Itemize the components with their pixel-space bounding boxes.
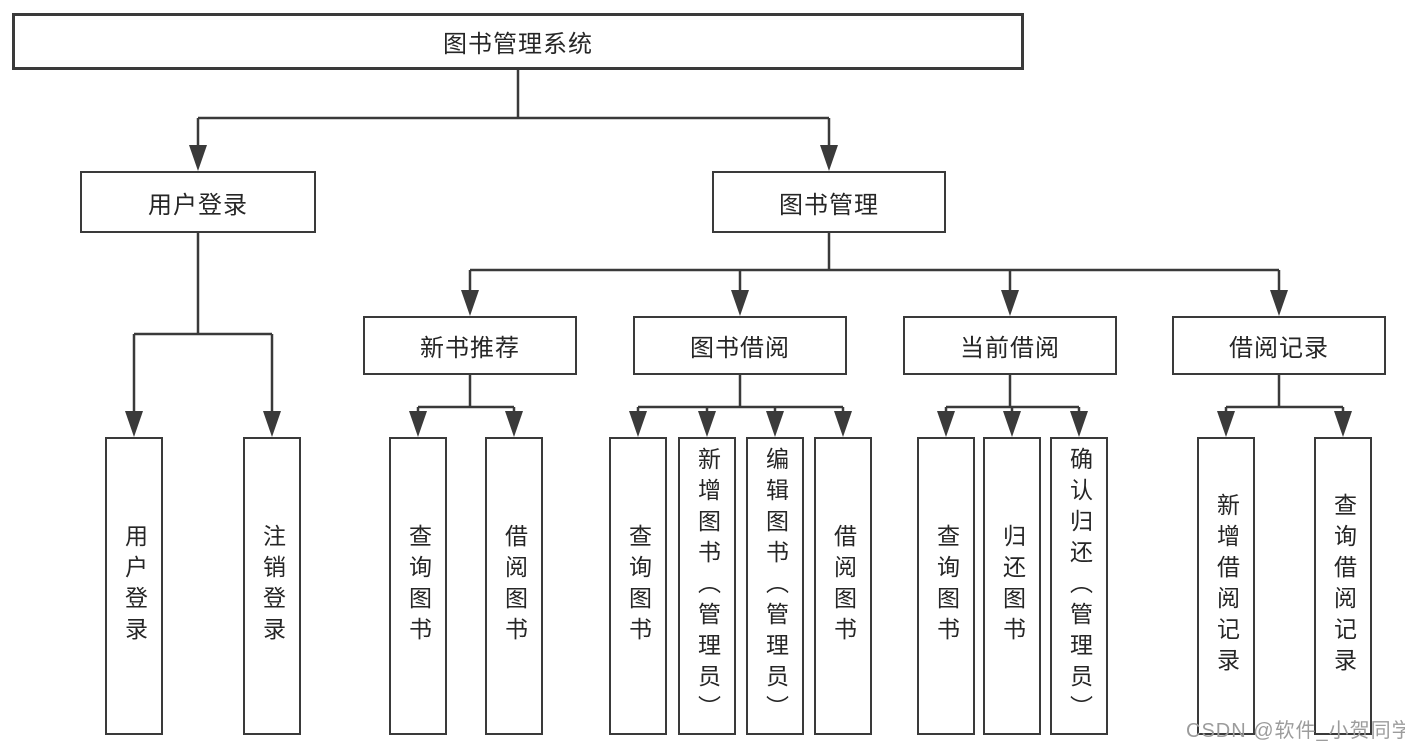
node-current-borrowing: 当前借阅 <box>903 316 1117 375</box>
node-library-management-system: 图书管理系统 <box>12 13 1024 70</box>
node-label: 用户登录 <box>148 191 248 219</box>
arrowheads <box>125 145 1352 437</box>
leaf-label: 编辑图书（管理员） <box>762 446 789 726</box>
leaf-logout: 注销登录 <box>243 437 301 735</box>
leaf-label: 查询图书 <box>625 524 652 648</box>
leaf-label: 查询图书 <box>405 524 432 648</box>
leaf-label: 查询借阅记录 <box>1330 493 1357 679</box>
leaf-borrow-query-books: 查询图书 <box>609 437 667 735</box>
leaf-label: 借阅图书 <box>501 524 528 648</box>
node-label: 借阅记录 <box>1229 335 1329 362</box>
leaf-label: 用户登录 <box>121 524 148 648</box>
node-label: 当前借阅 <box>960 335 1060 362</box>
leaf-label: 确认归还（管理员） <box>1066 446 1093 726</box>
leaf-borrow-borrow-books: 借阅图书 <box>814 437 872 735</box>
node-borrowing-records: 借阅记录 <box>1172 316 1386 375</box>
leaf-borrow-edit-books-admin: 编辑图书（管理员） <box>746 437 804 735</box>
node-label: 图书借阅 <box>690 335 790 362</box>
leaf-current-query-books: 查询图书 <box>917 437 975 735</box>
leaf-label: 归还图书 <box>999 524 1026 648</box>
leaf-label: 查询图书 <box>933 524 960 648</box>
leaf-records-query-borrow-record: 查询借阅记录 <box>1314 437 1372 735</box>
node-label: 图书管理 <box>779 191 879 219</box>
leaf-borrow-add-books-admin: 新增图书（管理员） <box>678 437 736 735</box>
leaf-user-login: 用户登录 <box>105 437 163 735</box>
leaf-recommend-borrow-books: 借阅图书 <box>485 437 543 735</box>
node-book-management: 图书管理 <box>712 171 946 233</box>
leaf-current-confirm-return-admin: 确认归还（管理员） <box>1050 437 1108 735</box>
node-label: 新书推荐 <box>420 335 520 362</box>
leaf-current-return-books: 归还图书 <box>983 437 1041 735</box>
leaf-label: 注销登录 <box>259 524 286 648</box>
leaf-records-add-borrow-record: 新增借阅记录 <box>1197 437 1255 735</box>
leaf-label: 新增图书（管理员） <box>694 446 721 726</box>
node-user-login: 用户登录 <box>80 171 316 233</box>
leaf-label: 借阅图书 <box>830 524 857 648</box>
leaf-recommend-query-books: 查询图书 <box>389 437 447 735</box>
node-book-borrowing: 图书借阅 <box>633 316 847 375</box>
node-new-book-recommendation: 新书推荐 <box>363 316 577 375</box>
node-label: 图书管理系统 <box>443 31 593 58</box>
leaf-label: 新增借阅记录 <box>1213 493 1240 679</box>
watermark: CSDN @软件_小贺同学 <box>1186 720 1405 742</box>
